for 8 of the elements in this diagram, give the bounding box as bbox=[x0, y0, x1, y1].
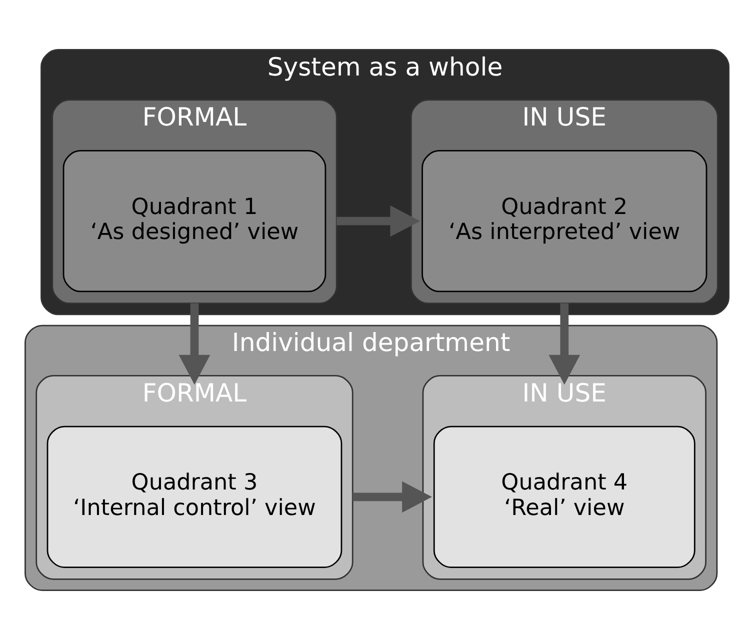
arrow bbox=[178, 302, 210, 384]
arrow bbox=[336, 204, 420, 236]
node-box: Quadrant 4 ‘Real’ view bbox=[433, 425, 696, 568]
node-box: Quadrant 2 ‘As interpreted’ view bbox=[422, 150, 708, 292]
arrow bbox=[548, 302, 580, 384]
node-box: Quadrant 3 ‘Internal control’ view bbox=[46, 425, 342, 568]
node-box: Quadrant 1 ‘As designed’ view bbox=[62, 150, 326, 292]
arrow bbox=[352, 480, 432, 512]
